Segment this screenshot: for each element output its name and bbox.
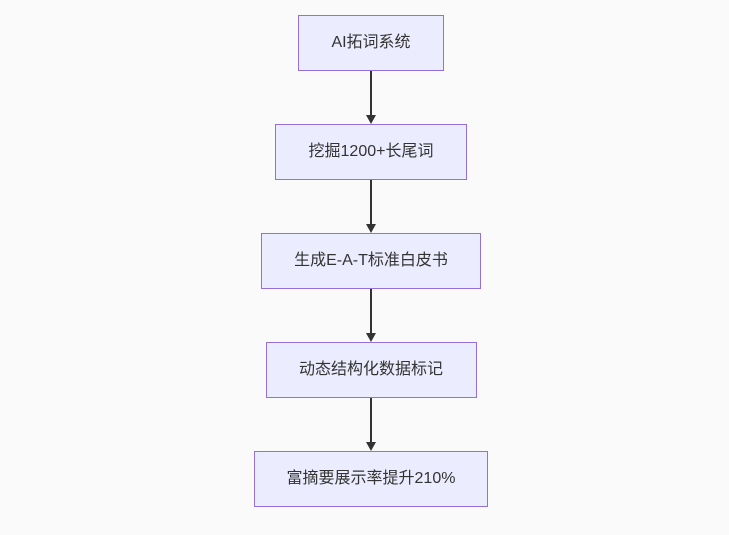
flow-node-structured-data-markup: 动态结构化数据标记 — [265, 342, 477, 398]
flowchart: AI拓词系统 挖掘1200+长尾词 生成E-A-T标准白皮书 动态结构化数据标记… — [254, 15, 488, 507]
flow-node-ai-keyword-system: AI拓词系统 — [298, 15, 444, 71]
flow-arrow-down-icon — [366, 398, 376, 451]
flow-arrow-down-icon — [366, 180, 376, 233]
flow-arrow-down-icon — [366, 71, 376, 124]
flow-node-eat-whitepaper: 生成E-A-T标准白皮书 — [261, 233, 481, 289]
flow-node-rich-snippet-uplift: 富摘要展示率提升210% — [254, 451, 488, 507]
flow-arrow-down-icon — [366, 289, 376, 342]
flow-node-longtail-keyword-mining: 挖掘1200+长尾词 — [275, 124, 467, 180]
